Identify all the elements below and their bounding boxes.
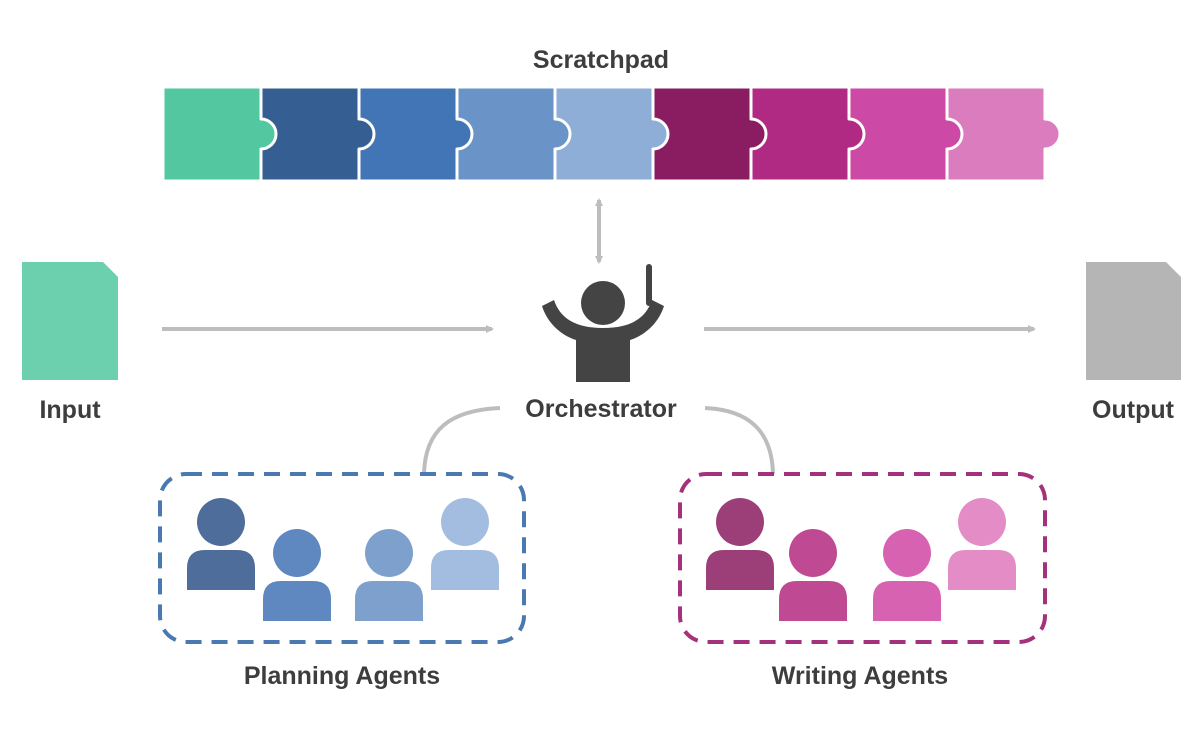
person-icon: [706, 498, 774, 590]
person-icon: [263, 529, 331, 621]
scratchpad-piece: [259, 85, 376, 183]
input-label: Input: [39, 396, 101, 424]
scratchpad-piece: [161, 85, 278, 183]
output-label: Output: [1092, 396, 1175, 424]
conductor-icon: [542, 264, 664, 382]
person-icon: [779, 529, 847, 621]
orchestrator-writing-connector: [704, 406, 775, 475]
input-document-icon: [22, 262, 118, 380]
scratchpad-piece: [847, 85, 964, 183]
planning-agents-label: Planning Agents: [244, 662, 440, 690]
writing-agents-group: [678, 472, 1047, 644]
scratchpad-piece: [357, 85, 474, 183]
scratchpad-piece: [455, 85, 572, 183]
scratchpad-piece: [553, 85, 670, 183]
scratchpad-puzzle: [161, 85, 1062, 183]
scratchpad-piece: [651, 85, 768, 183]
scratchpad-piece: [749, 85, 866, 183]
person-icon: [355, 529, 423, 621]
scratchpad-piece: [945, 85, 1062, 183]
scratchpad-title: Scratchpad: [533, 46, 669, 74]
person-icon: [187, 498, 255, 590]
planning-agents-group: [158, 472, 526, 644]
person-icon: [873, 529, 941, 621]
person-icon: [948, 498, 1016, 590]
person-icon: [431, 498, 499, 590]
output-document-icon: [1086, 262, 1181, 380]
writing-agents-label: Writing Agents: [772, 662, 948, 690]
orchestrator-planning-connector: [422, 406, 501, 475]
writing-agents: [706, 498, 1016, 621]
planning-agents: [187, 498, 499, 621]
orchestrator-label: Orchestrator: [525, 395, 677, 423]
